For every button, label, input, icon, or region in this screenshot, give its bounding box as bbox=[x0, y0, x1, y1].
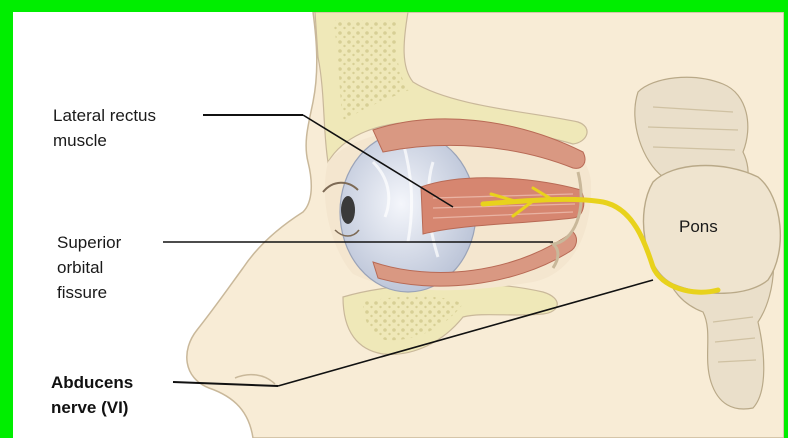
iris bbox=[341, 196, 355, 224]
label-abducens-1: Abducens bbox=[51, 373, 133, 392]
abducens-nerve-diagram: Lateral rectus muscle Superior orbital f… bbox=[13, 12, 784, 438]
label-lateral-rectus-1: Lateral rectus bbox=[53, 106, 156, 125]
label-pons: Pons bbox=[679, 217, 718, 236]
label-superior-orbital-1: Superior bbox=[57, 233, 122, 252]
label-superior-orbital-2: orbital bbox=[57, 258, 103, 277]
diagram-panel: Lateral rectus muscle Superior orbital f… bbox=[13, 12, 784, 438]
label-superior-orbital-3: fissure bbox=[57, 283, 107, 302]
label-abducens-2: nerve (VI) bbox=[51, 398, 128, 417]
label-lateral-rectus-2: muscle bbox=[53, 131, 107, 150]
